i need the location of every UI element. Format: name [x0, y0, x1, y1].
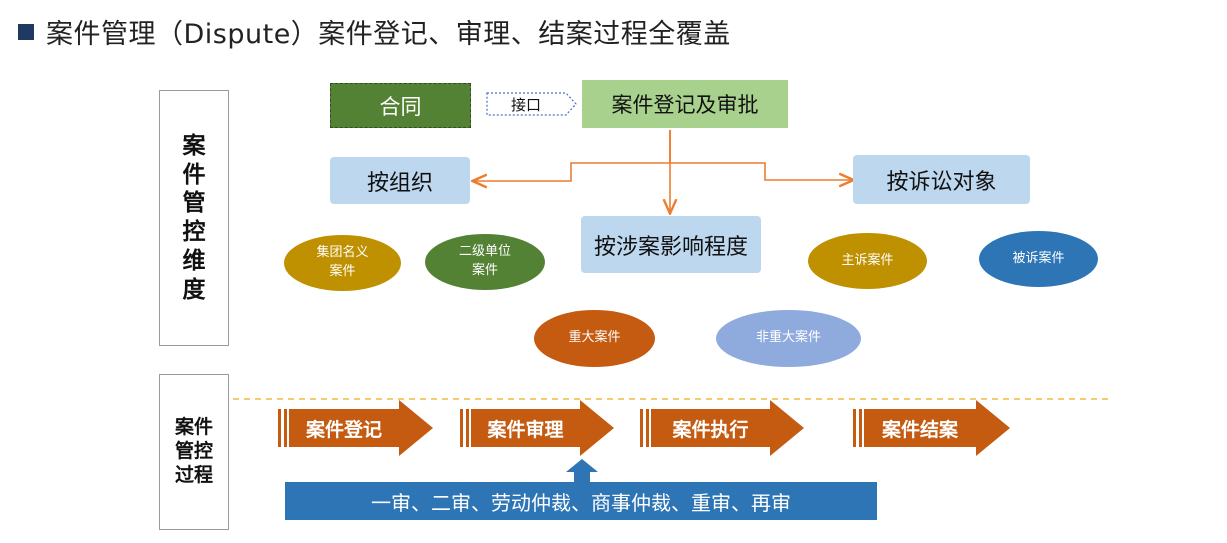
arrow-head-icon: [770, 400, 804, 456]
trial-types-bar: 一审、二审、劳动仲裁、商事仲裁、重审、再审: [285, 482, 877, 520]
arrow-head-icon: [580, 400, 614, 456]
process-label: 案件管控过程: [174, 416, 213, 486]
process-step-label: 案件审理: [471, 409, 580, 447]
process-label-box: 案件管控过程: [159, 374, 229, 530]
connector-to-party: [669, 130, 852, 180]
plaintiff-case-ellipse: 主诉案件: [808, 233, 927, 289]
process-step-execution: 案件执行: [640, 400, 804, 456]
interface-label: 接口: [510, 95, 541, 114]
defendant-case-ellipse: 被诉案件: [979, 231, 1098, 287]
interface-arrow-icon: [486, 92, 577, 116]
dimension-label-box: 案件管控维度: [159, 90, 229, 346]
page-title: 案件管理（Dispute）案件登记、审理、结案过程全覆盖: [46, 19, 731, 50]
process-step-label: 案件登记: [289, 409, 399, 447]
arrow-head-icon: [976, 400, 1010, 456]
group-name-case-ellipse: 集团名义 案件: [284, 235, 401, 291]
process-step-label: 案件执行: [651, 409, 770, 447]
process-step-label: 案件结案: [864, 409, 976, 447]
non-major-case-ellipse: 非重大案件: [716, 310, 861, 367]
by-party-box: 按诉讼对象: [853, 155, 1030, 204]
process-step-registration: 案件登记: [278, 400, 433, 456]
by-org-box: 按组织: [330, 157, 470, 204]
by-impact-box: 按涉案影响程度: [581, 216, 761, 273]
second-level-case-ellipse: 二级单位 案件: [425, 234, 545, 290]
arrow-head-icon: [399, 400, 433, 456]
connector-to-org: [474, 130, 671, 181]
up-arrow-icon: [566, 459, 598, 484]
process-step-trial: 案件审理: [460, 400, 614, 456]
contract-box: 合同: [330, 83, 471, 128]
dimension-label: 案件管控维度: [182, 132, 206, 303]
registration-box: 案件登记及审批: [582, 80, 788, 128]
major-case-ellipse: 重大案件: [534, 310, 655, 367]
title-bullet-icon: [18, 24, 34, 40]
process-step-closing: 案件结案: [853, 400, 1010, 456]
